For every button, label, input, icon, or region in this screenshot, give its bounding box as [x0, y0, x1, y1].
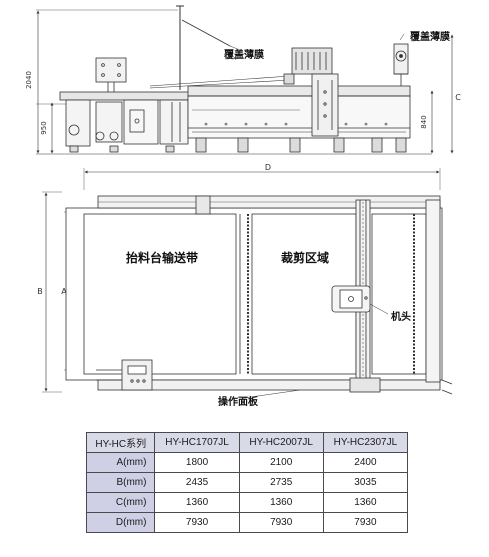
- cell-c-1707: 1360: [154, 492, 240, 513]
- label-feeding-conveyor: 抬料台输送带: [126, 250, 198, 265]
- dimension-label-c: C: [455, 93, 461, 102]
- cell-d-1707: 7930: [154, 512, 240, 533]
- spec-table: HY-HC系列 HY-HC1707JL HY-HC2007JL HY-HC230…: [85, 432, 409, 533]
- label-operation-panel: 操作面板: [218, 395, 259, 408]
- cell-c-2307: 1360: [322, 492, 409, 513]
- cell-d-2007: 7930: [238, 512, 324, 533]
- dimension-label-b: B: [37, 287, 43, 296]
- cell-b-1707: 2435: [154, 472, 240, 493]
- table-row: C(mm) 1360 1360 1360: [85, 492, 409, 513]
- dimension-label-d: D: [265, 163, 271, 172]
- row-label-d: D(mm): [85, 512, 156, 533]
- side-elevation-view: [36, 5, 432, 155]
- cell-d-2307: 7930: [322, 512, 409, 533]
- dimension-label-a: A: [61, 287, 67, 296]
- cell-a-2307: 2400: [322, 452, 409, 473]
- row-label-a: A(mm): [85, 452, 156, 473]
- cell-a-2007: 2100: [238, 452, 324, 473]
- cell-a-1707: 1800: [154, 452, 240, 473]
- row-label-b: B(mm): [85, 472, 156, 493]
- dimension-d: [83, 168, 441, 190]
- row-label-c: C(mm): [85, 492, 156, 513]
- spec-table-header-row: HY-HC系列 HY-HC1707JL HY-HC2007JL HY-HC230…: [85, 432, 409, 453]
- label-cover-film-right: 覆盖薄膜: [410, 30, 450, 43]
- table-row: D(mm) 7930 7930 7930: [85, 512, 409, 533]
- label-cover-film-left: 覆盖薄膜: [224, 48, 264, 61]
- dimension-label-2040: 2040: [25, 71, 33, 89]
- header-model-2007: HY-HC2007JL: [238, 432, 324, 453]
- dimension-label-950: 950: [40, 121, 48, 134]
- cell-b-2007: 2735: [238, 472, 324, 493]
- header-series: HY-HC系列: [85, 432, 156, 453]
- label-cutting-head: 机头: [391, 310, 411, 323]
- dimension-b: [42, 191, 62, 393]
- cell-b-2307: 3035: [322, 472, 409, 493]
- table-row: A(mm) 1800 2100 2400: [85, 452, 409, 473]
- label-cutting-area: 裁剪区域: [281, 250, 329, 265]
- plan-view: [65, 195, 453, 395]
- dimension-label-840: 840: [420, 115, 428, 128]
- header-model-1707: HY-HC1707JL: [154, 432, 240, 453]
- cell-c-2007: 1360: [238, 492, 324, 513]
- header-model-2307: HY-HC2307JL: [322, 432, 409, 453]
- table-row: B(mm) 2435 2735 3035: [85, 472, 409, 493]
